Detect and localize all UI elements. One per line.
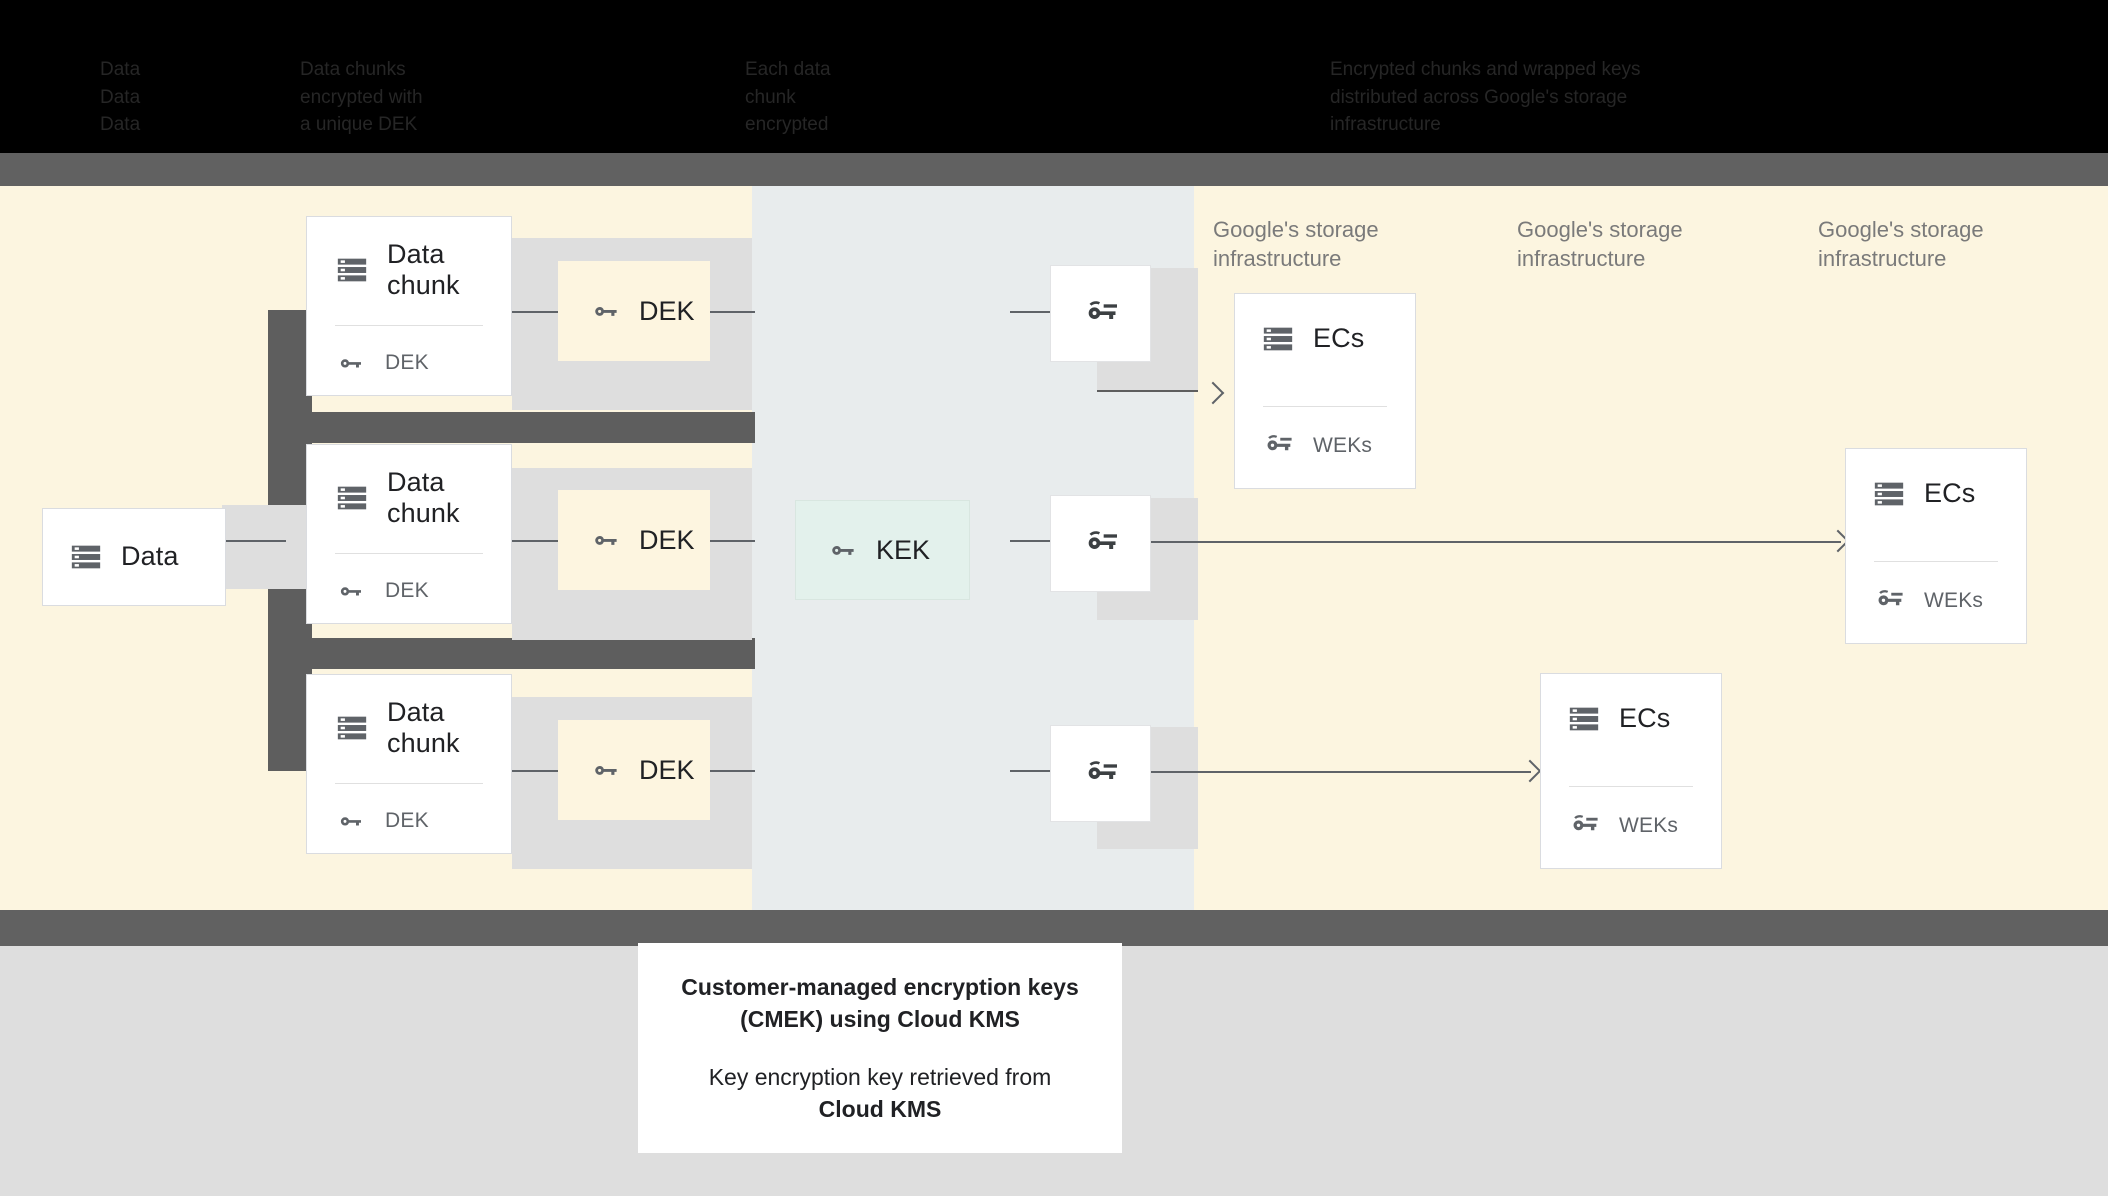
card-divider (1569, 786, 1693, 787)
storage-icon (1567, 702, 1601, 736)
footer-divider-bar (0, 910, 2108, 946)
key-icon (589, 294, 623, 328)
wrapped-key-icon (1261, 429, 1295, 463)
card-divider (335, 553, 483, 554)
storage-icon (1261, 322, 1295, 356)
legend-column-3: Each data chunk encrypted (745, 59, 831, 136)
card-divider (335, 783, 483, 784)
legend-column-2: Data chunks encrypted with a unique DEK (300, 59, 423, 136)
data-chunk-key-label: DEK (385, 809, 429, 832)
arrowline-row2 (1151, 541, 1841, 543)
wire-dek2-right (710, 540, 755, 542)
data-chunk-key-label: DEK (385, 351, 429, 374)
data-chunk-title: Data chunk (387, 239, 460, 301)
wrapped-key-box-3[interactable] (1050, 725, 1151, 822)
card-divider (1874, 561, 1998, 562)
ecs-key-label: WEKs (1924, 589, 1984, 612)
ecs-card-title: ECs (1619, 703, 1671, 734)
dek-box-2[interactable]: DEK (558, 490, 710, 590)
wrapped-key-icon (1872, 584, 1906, 618)
caption-line-a: Key encryption key retrieved from (708, 1064, 1052, 1090)
wire-data-to-bus (226, 540, 286, 542)
wrapped-key-icon (1081, 754, 1121, 794)
data-card-title: Data (121, 541, 179, 572)
fan-bus-branch-1 (268, 412, 755, 443)
wire-chunk2-to-dek2 (512, 540, 560, 542)
data-chunk-key-label: DEK (385, 579, 429, 602)
caption-card: Customer-managed encryption keys (CMEK) … (638, 943, 1122, 1153)
wire-chunk1-to-dek1 (512, 311, 560, 313)
ecs-card-1[interactable]: ECs WEKs (1234, 293, 1416, 489)
key-icon (335, 347, 367, 379)
kek-box[interactable]: KEK (795, 500, 970, 600)
dek-box-3[interactable]: DEK (558, 720, 710, 820)
storage-icon (335, 711, 369, 745)
wire-to-wek3 (1010, 770, 1052, 772)
ecs-card-title: ECs (1924, 478, 1976, 509)
dek-label: DEK (639, 295, 695, 326)
data-card[interactable]: Data (42, 508, 226, 606)
key-icon (335, 575, 367, 607)
ecs-card-title: ECs (1313, 323, 1365, 354)
caption-title: Customer-managed encryption keys (CMEK) … (681, 973, 1079, 1032)
storage-icon (335, 481, 369, 515)
wrapped-key-icon (1081, 524, 1121, 564)
wire-to-wek1 (1010, 311, 1052, 313)
wire-dek3-right (710, 770, 755, 772)
ecs-card-3[interactable]: ECs WEKs (1540, 673, 1722, 869)
ecs-key-label: WEKs (1313, 434, 1373, 457)
wire-chunk3-to-dek3 (512, 770, 560, 772)
storage-zone-label-3: Google's storage infrastructure (1818, 217, 1984, 271)
dek-box-1[interactable]: DEK (558, 261, 710, 361)
fan-bus-branch-2 (268, 638, 755, 669)
wrapped-key-icon (1567, 809, 1601, 843)
data-chunk-title: Data chunk (387, 467, 460, 529)
storage-icon (1872, 477, 1906, 511)
caption-line-b: Cloud KMS (818, 1096, 942, 1123)
header-divider-bar (0, 153, 2108, 186)
legend-column-1: Data Data Data (100, 59, 141, 136)
data-chunk-title: Data chunk (387, 697, 460, 759)
key-icon (335, 805, 367, 837)
legend: Data Data Data Data chunks encrypted wit… (0, 0, 2108, 153)
dek-label: DEK (639, 524, 695, 555)
legend-column-4: Encrypted chunks and wrapped keys distri… (1330, 59, 1641, 136)
data-chunk-card-2[interactable]: Data chunk DEK (306, 444, 512, 624)
storage-icon (335, 253, 369, 287)
key-icon (589, 523, 623, 557)
card-divider (335, 325, 483, 326)
caption-body: Key encryption key retrieved from Cloud … (709, 1061, 1052, 1125)
kek-label: KEK (876, 534, 931, 565)
legend-background (0, 0, 2108, 153)
data-chunk-card-3[interactable]: Data chunk DEK (306, 674, 512, 854)
key-icon (589, 753, 623, 787)
wrapped-key-box-1[interactable] (1050, 265, 1151, 362)
wrapped-key-box-2[interactable] (1050, 495, 1151, 592)
storage-zone-label-2: Google's storage infrastructure (1517, 217, 1683, 271)
wrapped-key-icon (1081, 294, 1121, 334)
arrowline-row3 (1151, 771, 1531, 773)
wire-to-wek2 (1010, 540, 1052, 542)
storage-icon (69, 540, 103, 574)
wire-dek1-right (710, 311, 755, 313)
key-icon (826, 533, 860, 567)
ecs-key-label: WEKs (1619, 814, 1679, 837)
ecs-card-2[interactable]: ECs WEKs (1845, 448, 2027, 644)
card-divider (1263, 406, 1387, 407)
data-chunk-card-1[interactable]: Data chunk DEK (306, 216, 512, 396)
storage-zone-label-1: Google's storage infrastructure (1213, 217, 1379, 271)
dek-label: DEK (639, 754, 695, 785)
